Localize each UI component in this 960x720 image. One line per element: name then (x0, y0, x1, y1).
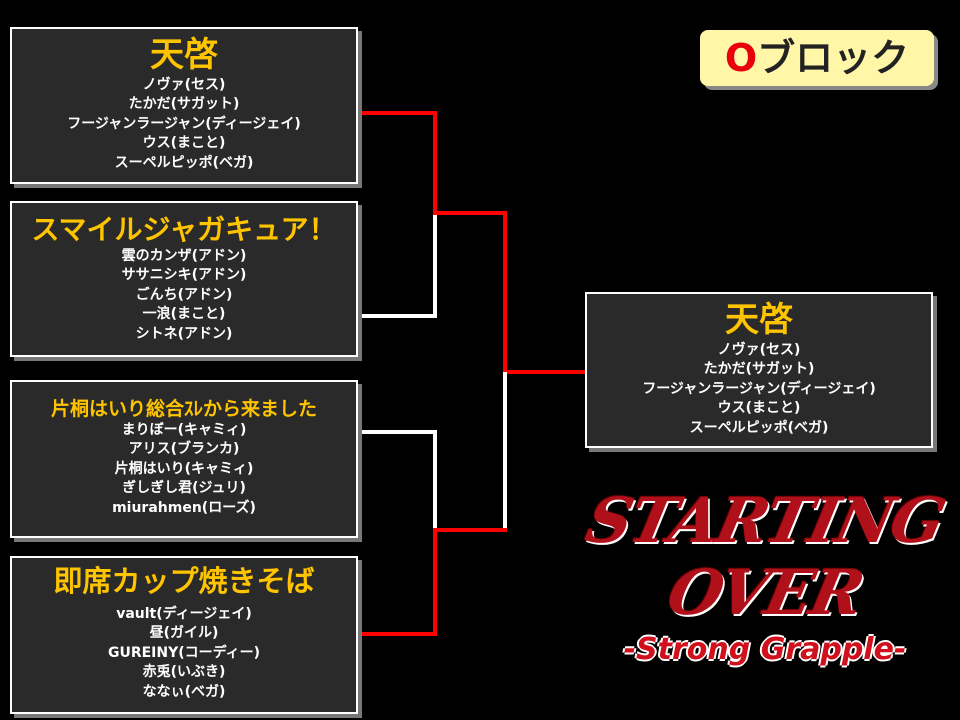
member: アリス(ブランカ) (128, 441, 240, 458)
team-name: 天啓 (150, 35, 218, 75)
bracket-line (503, 211, 507, 374)
block-label: Oブロック (700, 30, 934, 86)
member: ノヴァ(セス) (142, 76, 226, 93)
member: miurahmen(ローズ) (112, 499, 256, 516)
team-box-4: 即席カップ焼きそば vault(ディージェイ) 昼(ガイル) GUREINY(コ… (10, 556, 358, 714)
bracket-line (362, 632, 437, 636)
member: スーペルピッポ(ベガ) (114, 154, 254, 171)
game-logo: STARTING OVER -Strong Grapple- (575, 484, 955, 715)
member: 昼(ガイル) (149, 625, 219, 642)
team-name: 片桐はいり総合ｽﾚから来ました (50, 398, 317, 420)
team-box-3: 片桐はいり総合ｽﾚから来ました まりぼー(キャミィ) アリス(ブランカ) 片桐は… (10, 380, 358, 538)
team-box-2: スマイルジャガキュア！ 雲のカンザ(アドン) ササニシキ(アドン) ごんち(アド… (10, 201, 358, 357)
bracket-line (362, 430, 437, 434)
bracket-line (503, 372, 507, 532)
winner-team-name: 天啓 (725, 300, 793, 340)
member: シトネ(アドン) (135, 325, 233, 342)
member: ななぃ(ベガ) (142, 683, 226, 700)
block-letter: O (724, 36, 758, 80)
logo-subtitle: -Strong Grapple- (623, 632, 907, 667)
bracket-line (433, 528, 437, 636)
member: ウス(まこと) (717, 400, 801, 417)
bracket-line (433, 528, 507, 532)
bracket-line (433, 213, 437, 318)
team-box-1: 天啓 ノヴァ(セス) たかだ(サガット) フージャンラージャン(ディージェイ) … (10, 27, 358, 184)
bracket-line (433, 430, 437, 532)
member: たかだ(サガット) (703, 361, 815, 378)
member: ノヴァ(セス) (717, 341, 801, 358)
winner-box: 天啓 ノヴァ(セス) たかだ(サガット) フージャンラージャン(ディージェイ) … (585, 292, 933, 448)
member: スーペルピッポ(ベガ) (689, 419, 829, 436)
member: 雲のカンザ(アドン) (121, 247, 247, 264)
bracket-line (362, 314, 437, 318)
member: ササニシキ(アドン) (121, 267, 247, 284)
member: たかだ(サガット) (128, 96, 240, 113)
logo-title-line1: STARTING (579, 484, 951, 557)
member: 一浪(まこと) (142, 306, 226, 323)
bracket-line (362, 111, 437, 115)
member: 片桐はいり(キャミィ) (114, 460, 254, 477)
member: GUREINY(コーディー) (107, 644, 261, 661)
member: フージャンラージャン(ディージェイ) (642, 380, 876, 397)
member: ウス(まこと) (142, 135, 226, 152)
member: 赤兎(いぶき) (142, 664, 226, 681)
block-suffix: ブロック (757, 36, 910, 80)
member: ごんち(アドン) (135, 286, 233, 303)
bracket-line (433, 111, 437, 215)
member: フージャンラージャン(ディージェイ) (67, 115, 301, 132)
bracket-line (433, 211, 507, 215)
bracket-line (503, 370, 585, 374)
logo-title-line2: OVER (661, 556, 869, 629)
member: vault(ディージェイ) (116, 605, 252, 622)
member: まりぼー(キャミィ) (121, 421, 247, 438)
team-name: スマイルジャガキュア！ (31, 213, 337, 246)
member: ぎしぎし君(ジュリ) (122, 480, 246, 497)
team-name: 即席カップ焼きそば (53, 564, 315, 598)
